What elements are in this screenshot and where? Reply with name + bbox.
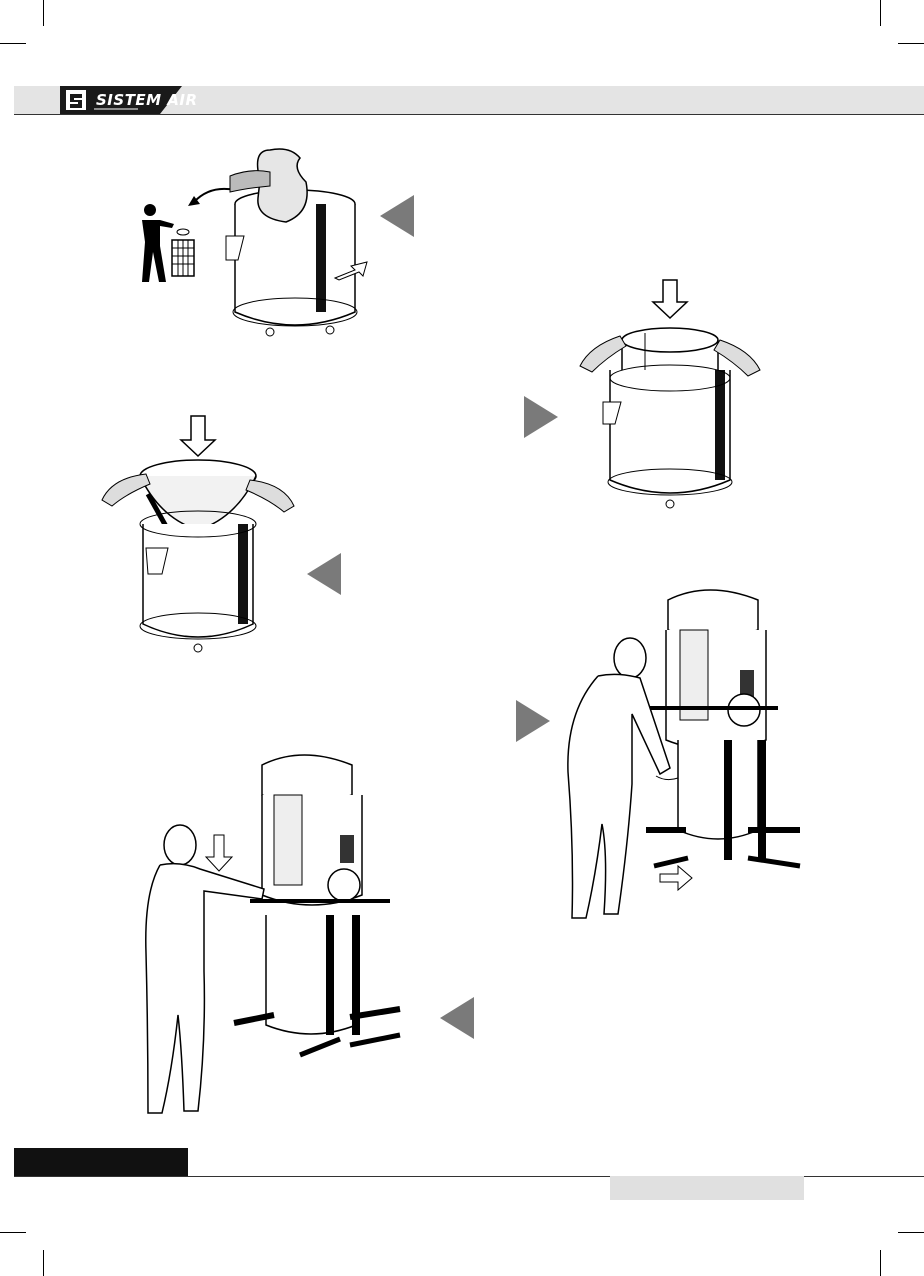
footer-label-box: [610, 1176, 804, 1200]
pointer-left-1: [380, 195, 414, 237]
crop-mark-bl-v: [43, 1250, 44, 1276]
illustration-insert-cylinder-filter: [575, 278, 765, 518]
crop-mark-tr-v: [880, 0, 881, 26]
crop-mark-br-v: [880, 1250, 881, 1276]
illustration-reattach-container: [150, 755, 410, 1130]
pointer-left-2: [307, 553, 341, 595]
illustration-dispose-bag: [130, 140, 420, 350]
brand-name: SISTEM AIR: [96, 91, 198, 109]
crop-mark-tl-h: [0, 43, 26, 44]
crop-mark-tr-h: [898, 43, 924, 44]
illustration-insert-funnel-filter: [98, 414, 298, 659]
pointer-left-3: [440, 997, 474, 1039]
pointer-right-2: [516, 700, 550, 742]
crop-mark-bl-h: [0, 1232, 26, 1233]
footer-bar: [14, 1148, 188, 1176]
pointer-right-1: [524, 396, 558, 438]
trash-bin-person-icon: [142, 204, 194, 282]
illustration-remove-container: [548, 590, 808, 930]
crop-mark-tl-v: [43, 0, 44, 26]
crop-mark-br-h: [898, 1232, 924, 1233]
